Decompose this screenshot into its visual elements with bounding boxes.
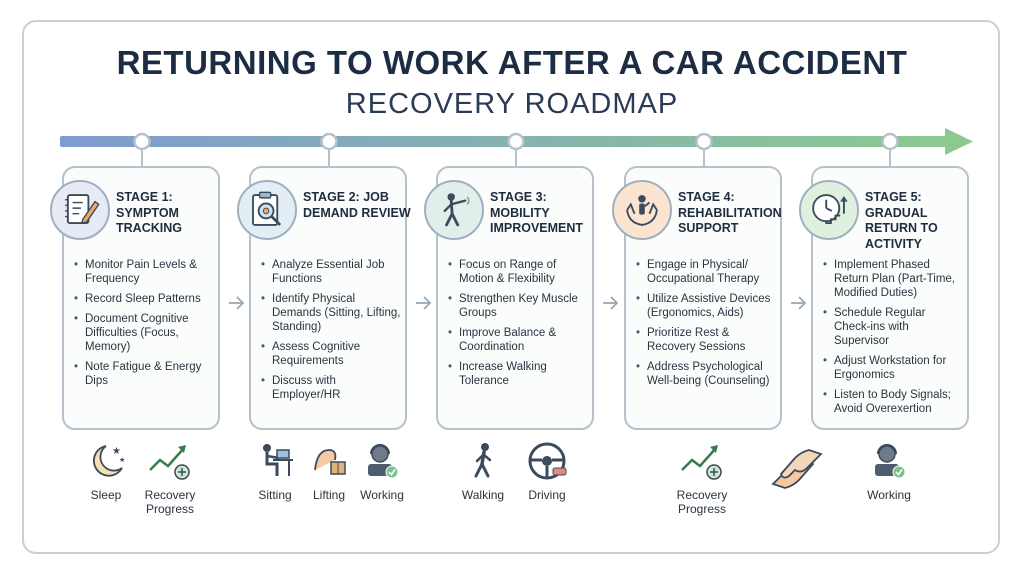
- moon-stars-icon: ★ ★: [93, 445, 125, 477]
- connector-1: [141, 150, 143, 168]
- bottom-item-support: [768, 440, 826, 506]
- bullet-item: Assess Cognitive Requirements: [259, 340, 403, 368]
- page-title: RETURNING TO WORK AFTER A CAR ACCIDENT: [116, 44, 908, 81]
- connector-3: [515, 150, 517, 168]
- bottom-item-lifting: Lifting: [306, 440, 352, 502]
- desk-sitting-icon: [263, 444, 293, 476]
- bullet-item: Analyze Essential Job Functions: [259, 258, 403, 286]
- notebook-pencil-icon: [50, 180, 110, 240]
- clipboard-magnifier-icon: [237, 180, 297, 240]
- walking-stretch-icon: [424, 180, 484, 240]
- bullet-item: Discuss with Employer/HR: [259, 374, 403, 402]
- stage-bullets: Focus on Range of Motion & Flexibility S…: [446, 258, 590, 394]
- trend-up-icon: [149, 445, 190, 480]
- bottom-label: Walking: [461, 488, 505, 502]
- bullet-item: Utilize Assistive Devices (Ergonomics, A…: [634, 292, 778, 320]
- chevron-right-icon: [416, 296, 432, 310]
- bullet-item: Prioritize Rest & Recovery Sessions: [634, 326, 778, 354]
- bottom-label: Lifting: [312, 488, 346, 502]
- bullet-item: Schedule Regular Check-ins with Supervis…: [821, 306, 965, 348]
- stage-title: STAGE 5: GRADUAL RETURN TO ACTIVITY: [865, 190, 938, 251]
- stage-bullets: Implement Phased Return Plan (Part-Time,…: [821, 258, 965, 422]
- bullet-item: Strengthen Key Muscle Groups: [446, 292, 590, 320]
- stage-card-1: STAGE 1: SYMPTOM TRACKING Monitor Pain L…: [50, 166, 220, 430]
- trend-up-icon: [681, 445, 722, 480]
- bottom-label: Recovery Progress: [676, 488, 728, 516]
- stage-title: STAGE 3: MOBILITY IMPROVEMENT: [490, 190, 584, 235]
- stage-bullets: Monitor Pain Levels & Frequency Record S…: [72, 258, 216, 394]
- bullet-item: Document Cognitive Difficulties (Focus, …: [72, 312, 216, 354]
- headset-worker-icon: [368, 444, 399, 479]
- stage-title: STAGE 1: SYMPTOM TRACKING: [116, 190, 182, 235]
- bullet-item: Focus on Range of Motion & Flexibility: [446, 258, 590, 286]
- bullet-item: Record Sleep Patterns: [72, 292, 216, 306]
- bottom-item-driving: Driving: [520, 440, 574, 502]
- bottom-label: Sitting: [258, 488, 292, 502]
- timeline-node-4: [695, 132, 713, 151]
- bullet-item: Monitor Pain Levels & Frequency: [72, 258, 216, 286]
- page-subtitle: RECOVERY ROADMAP: [345, 88, 679, 120]
- bottom-label: Sleep: [90, 488, 122, 502]
- timeline-arrow: [60, 128, 973, 155]
- bottom-item-working: Working: [863, 440, 915, 502]
- clock-stairs-icon: [799, 180, 859, 240]
- stage-card-5: STAGE 5: GRADUAL RETURN TO ACTIVITY Impl…: [799, 166, 969, 430]
- holding-hands-icon: [771, 449, 823, 489]
- chevron-right-icon: [229, 296, 245, 310]
- connector-2: [328, 150, 330, 168]
- lifting-box-icon: [314, 449, 346, 475]
- walking-person-icon: [474, 443, 492, 478]
- headset-worker-icon: [875, 444, 906, 479]
- bullet-item: Listen to Body Signals; Avoid Overexerti…: [821, 388, 965, 416]
- stage-title: STAGE 2: JOB DEMAND REVIEW: [303, 190, 411, 220]
- chevron-right-icon: [791, 296, 807, 310]
- bottom-label: Driving: [528, 488, 566, 502]
- timeline-node-1: [133, 132, 151, 151]
- timeline-node-2: [320, 132, 338, 151]
- bullet-item: Identify Physical Demands (Sitting, Lift…: [259, 292, 403, 334]
- svg-text:★: ★: [119, 456, 125, 464]
- bottom-label: Working: [867, 488, 911, 502]
- bullet-item: Note Fatigue & Energy Dips: [72, 360, 216, 388]
- connector-4: [703, 150, 705, 168]
- supporting-hands-icon: [612, 180, 672, 240]
- bottom-item-working: Working: [356, 440, 408, 502]
- bullet-item: Address Psychological Well-being (Counse…: [634, 360, 778, 388]
- bottom-item-recovery-progress: Recovery Progress: [138, 440, 202, 516]
- timeline-node-3: [507, 132, 525, 151]
- bottom-label: Working: [360, 488, 404, 502]
- chevron-right-icon: [603, 296, 619, 310]
- stage-title: STAGE 4: REHABILITATION SUPPORT: [678, 190, 782, 235]
- bullet-item: Improve Balance & Coordination: [446, 326, 590, 354]
- connector-5: [889, 150, 891, 168]
- bottom-item-sleep: ★ ★ Sleep: [82, 440, 130, 502]
- steering-wheel-icon: [528, 442, 567, 480]
- bottom-label: Recovery Progress: [144, 488, 196, 516]
- stage-card-4: STAGE 4: REHABILITATION SUPPORT Engage i…: [612, 166, 782, 430]
- stage-bullets: Analyze Essential Job Functions Identify…: [259, 258, 403, 408]
- bullet-item: Implement Phased Return Plan (Part-Time,…: [821, 258, 965, 300]
- bottom-item-recovery-progress: Recovery Progress: [670, 440, 734, 516]
- bullet-item: Engage in Physical/ Occupational Therapy: [634, 258, 778, 286]
- svg-text:★: ★: [112, 446, 121, 457]
- bullet-item: Increase Walking Tolerance: [446, 360, 590, 388]
- stage-card-3: STAGE 3: MOBILITY IMPROVEMENT Focus on R…: [424, 166, 594, 430]
- bottom-item-walking: Walking: [459, 440, 507, 502]
- timeline-node-5: [881, 132, 899, 151]
- stage-card-2: STAGE 2: JOB DEMAND REVIEW Analyze Essen…: [237, 166, 411, 430]
- bullet-item: Adjust Workstation for Ergonomics: [821, 354, 965, 382]
- bottom-item-sitting: Sitting: [252, 440, 298, 502]
- stage-bullets: Engage in Physical/ Occupational Therapy…: [634, 258, 778, 394]
